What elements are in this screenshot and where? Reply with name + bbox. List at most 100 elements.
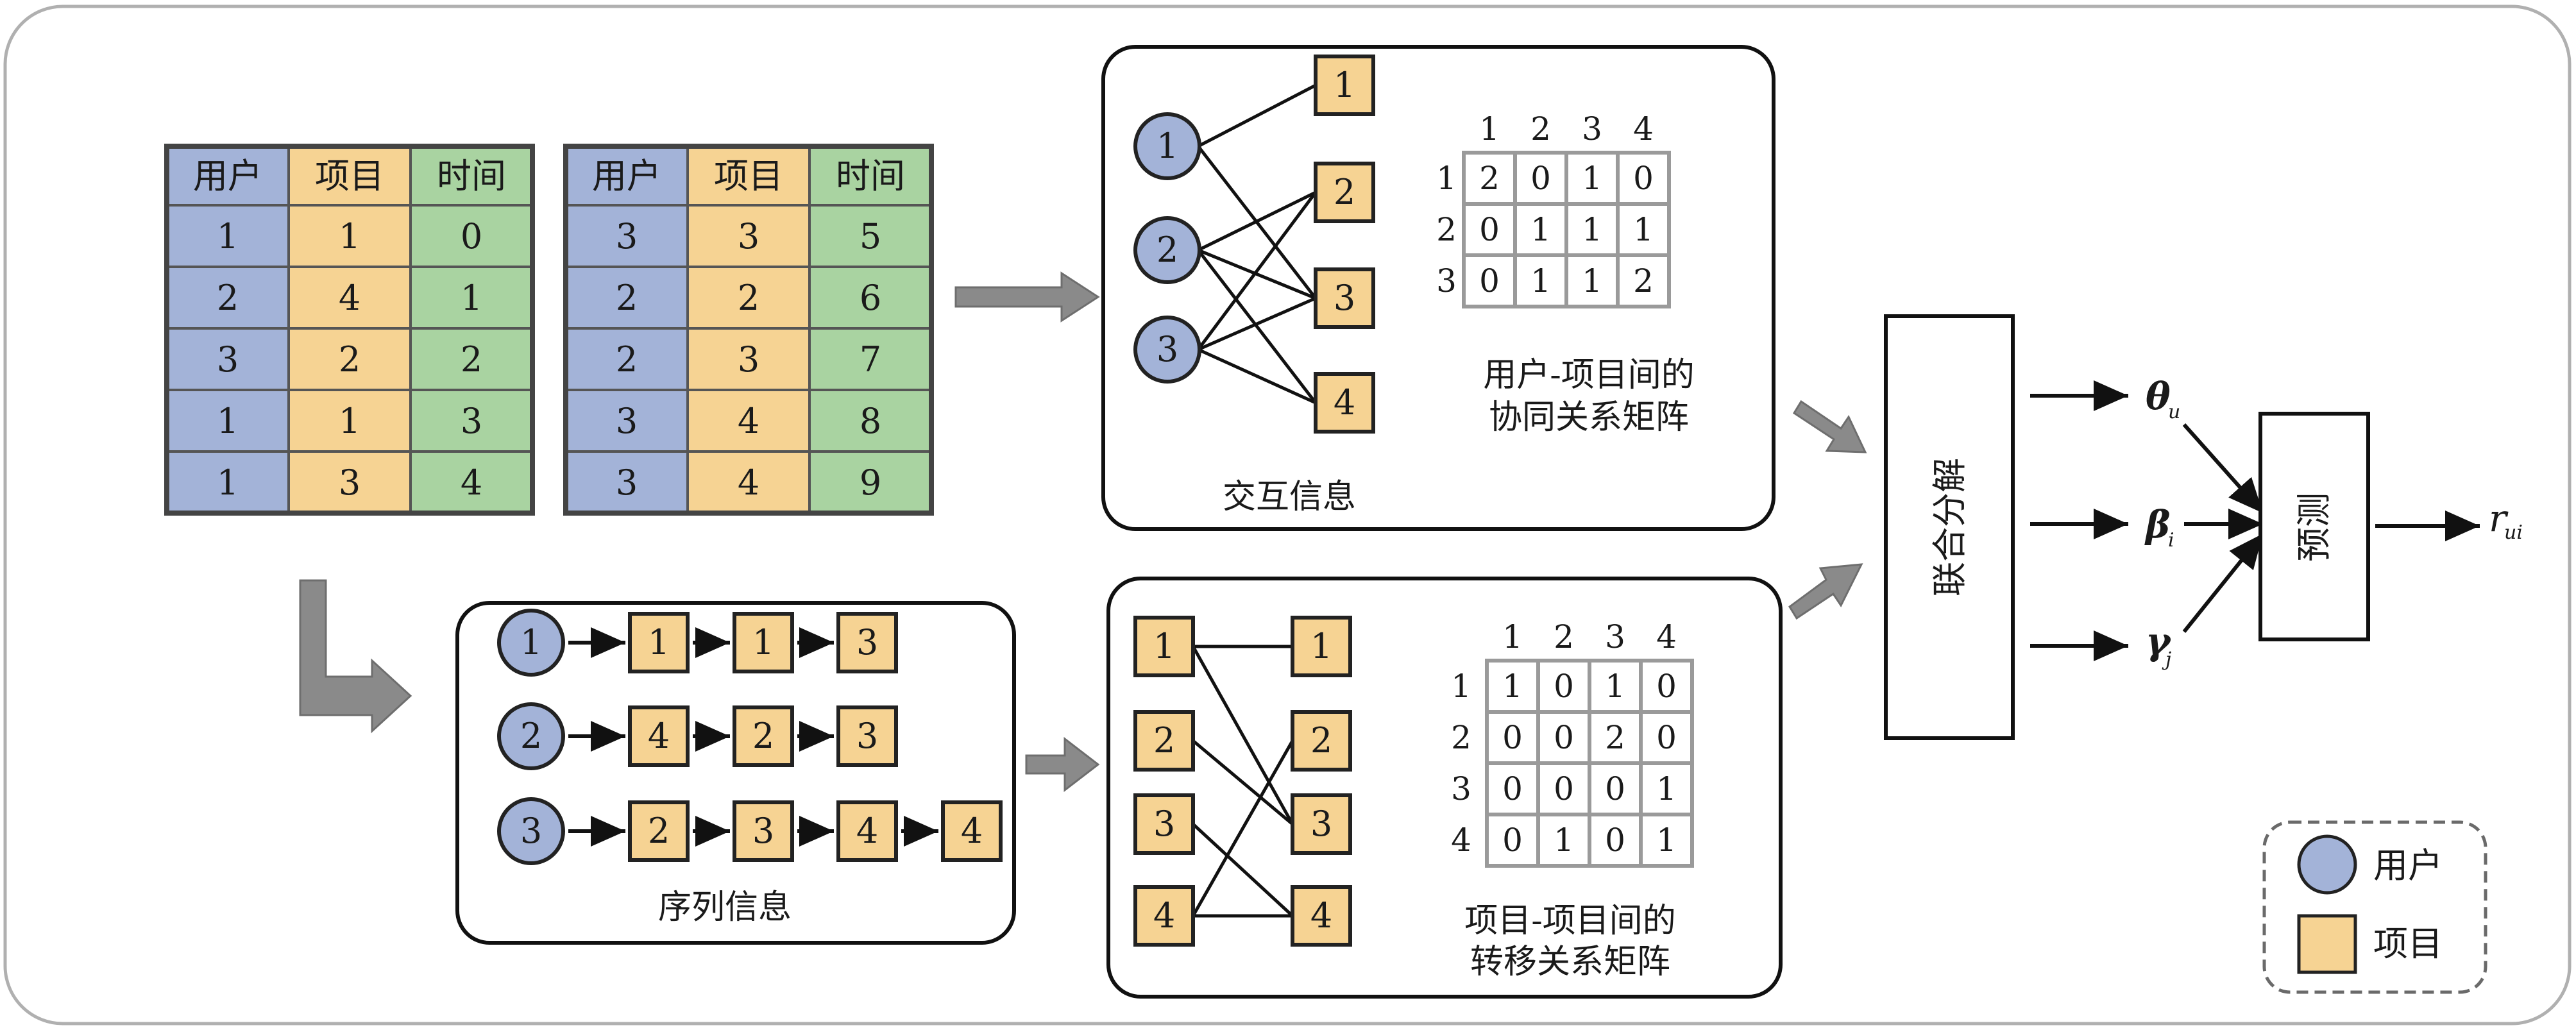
matrix-cell-value: 0 [1554,770,1574,807]
table-cell [287,450,412,514]
graph-edge [1196,191,1318,351]
item-node-label: 2 [1334,172,1355,212]
table-cell-value: 3 [616,462,638,503]
table-cell [287,327,412,391]
table-cell-value: 3 [217,339,239,380]
legend-item-label: 项目 [2373,924,2443,964]
arrow-interaction-to-factorization [1792,400,1867,453]
table-header-label: 时间 [836,156,905,196]
matrix-cell [1639,710,1694,765]
table-cell-value: 3 [339,462,360,503]
matrix-cell-value: 1 [1633,211,1654,248]
user-node [1133,316,1201,384]
item-node [1314,55,1375,116]
table-cell-value: 3 [616,216,638,257]
interaction-caption: 交互信息 [1223,478,1356,516]
matrix-cell-value: 1 [1530,262,1551,300]
table-cell [808,204,933,268]
item-node-label: 2 [1153,720,1175,761]
item-node [628,612,690,673]
table-cell [564,389,689,453]
item-node [941,800,1003,862]
matrix-cell [1588,710,1643,765]
item-node [628,800,690,862]
item-node [836,800,898,862]
table-cell [287,266,412,330]
matrix-cell-value: 0 [1633,160,1654,197]
matrix-col-header: 2 [1530,110,1551,148]
matrix-cell-value: 2 [1633,262,1654,300]
table-cell-value: 2 [616,339,638,380]
graph-edge [1191,739,1294,917]
table-cell-value: 2 [339,339,360,380]
arrow-tables-to-interaction [954,271,1100,323]
matrix-cell-value: 1 [1502,668,1523,705]
table-border [563,144,934,516]
item-node-label: 4 [1153,895,1175,936]
matrix-row-header: 3 [1436,262,1457,300]
item-node-label: 3 [1334,278,1355,318]
table-header-label: 用户 [193,156,262,196]
item-node-label: 3 [1310,804,1332,844]
table-cell-value: 2 [461,339,482,380]
legend-user-label: 用户 [2373,845,2443,886]
table-cell-value: 7 [860,339,881,380]
item-node-label: 4 [1310,895,1332,936]
arrow-sequence-to-transition [1025,736,1100,793]
table-cell [686,450,811,514]
param-beta-sub: i [2168,529,2174,552]
predict-label: 预测 [2294,493,2334,562]
graph-edge [1198,248,1316,300]
param-gamma: γ j [2146,620,2172,671]
matrix-cell-value: 1 [1582,160,1602,197]
legend-user-icon [2297,834,2357,895]
table-cell [409,327,534,391]
matrix-cell-value: 1 [1582,211,1602,248]
user-item-matrix-caption-line2: 协同关系矩阵 [1489,398,1689,437]
table-header-label: 项目 [714,156,783,196]
table-cell-value: 3 [461,401,482,441]
matrix-row-header: 2 [1436,211,1457,248]
param-theta: θ u [2146,375,2180,423]
user-node [497,702,565,770]
item-node-label: 1 [1334,65,1355,105]
table-cell-value: 5 [860,216,881,257]
table-cell [409,204,534,268]
param-gamma-symbol: γ [2146,620,2172,663]
predict-box [2258,412,2370,641]
matrix-cell-value: 1 [1656,822,1677,859]
table-cell-value: 1 [217,401,239,441]
item-item-matrix-caption-line2: 转移关系矩阵 [1470,943,1670,981]
table-cell-value: 3 [738,216,759,257]
output-sub: ui [2504,521,2523,544]
matrix-cell [1462,253,1517,308]
item-node-label: 4 [1334,382,1355,423]
factorization-label: 联合分解 [1929,458,1970,596]
matrix-cell-value: 1 [1582,262,1602,300]
item-node [733,800,794,862]
table-cell-value: 2 [616,278,638,318]
item-node-label: 2 [648,811,670,851]
item-node [1291,885,1352,947]
user-node-label: 3 [520,811,542,851]
sequence-caption: 序列信息 [658,888,792,927]
table-cell [564,450,689,514]
matrix-col-header: 4 [1633,110,1654,148]
item-node [1291,793,1352,855]
item-node-label: 4 [856,811,878,851]
matrix-cell [1616,253,1671,308]
item-node-label: 1 [1153,626,1175,666]
item-node [1133,710,1195,772]
matrix-cell-value: 2 [1605,719,1625,756]
matrix-cell-value: 1 [1530,211,1551,248]
matrix-cell-value: 0 [1656,719,1677,756]
matrix-cell-value: 0 [1479,262,1500,300]
user-node [1133,112,1201,180]
matrix-cell [1616,151,1671,206]
table-cell-value: 4 [461,462,482,503]
table-cell-value: 9 [860,462,881,503]
